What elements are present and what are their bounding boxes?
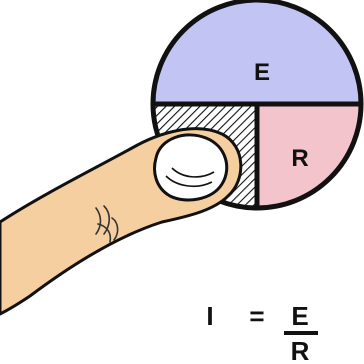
formula-numerator: E [291, 301, 308, 331]
formula-equals: = [249, 301, 264, 331]
ohms-law-formula: I = E R [206, 301, 318, 364]
wheel-label-r: R [291, 145, 308, 172]
formula-denominator: R [291, 336, 310, 364]
fingernail [155, 135, 227, 200]
formula-current: I [206, 301, 213, 331]
wheel-label-e: E [254, 59, 270, 86]
wheel-top-segment [153, 0, 361, 104]
pointing-finger-icon [0, 129, 241, 314]
